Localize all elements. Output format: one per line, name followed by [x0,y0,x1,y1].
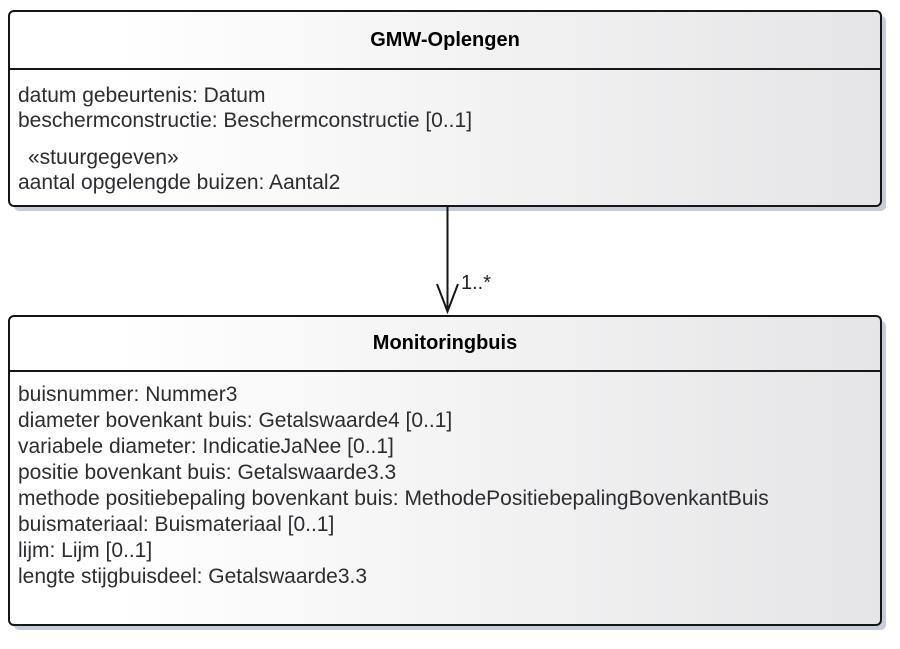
attribute-line: lijm: Lijm [0..1] [18,539,153,562]
uml-class-gmw-oplengen[interactable]: GMW-Oplengen datum gebeurtenis: Datum be… [8,10,882,207]
attribute-line: beschermconstructie: Beschermconstructie… [18,109,473,132]
attribute-compartment: datum gebeurtenis: Datum beschermconstru… [10,70,880,195]
attribute-line: lengte stijgbuisdeel: Getalswaarde3.3 [18,565,368,588]
attribute-line: aantal opgelengde buizen: Aantal2 [18,171,341,194]
class-name-gmw-oplengen: GMW-Oplengen [10,12,880,70]
attribute-line: variabele diameter: IndicatieJaNee [0..1… [18,435,394,458]
attribute-line: buismateriaal: Buismateriaal [0..1] [18,513,335,536]
attribute-line: methode positiebepaling bovenkant buis: … [18,487,769,510]
attribute-line: diameter bovenkant buis: Getalswaarde4 [… [18,409,453,432]
stereotype-label: «stuurgegeven» [28,146,179,169]
uml-class-monitoringbuis[interactable]: Monitoringbuis buisnummer: Nummer3 diame… [8,315,882,626]
open-arrowhead-icon [436,283,459,315]
attribute-spacer [18,133,872,145]
class-name-monitoringbuis: Monitoringbuis [10,317,880,372]
attribute-line: positie bovenkant buis: Getalswaarde3.3 [18,461,397,484]
attribute-line: datum gebeurtenis: Datum [18,84,266,107]
attribute-line: buisnummer: Nummer3 [18,383,238,406]
multiplicity-label: 1..* [461,272,492,294]
attribute-compartment: buisnummer: Nummer3 diameter bovenkant b… [10,372,880,590]
